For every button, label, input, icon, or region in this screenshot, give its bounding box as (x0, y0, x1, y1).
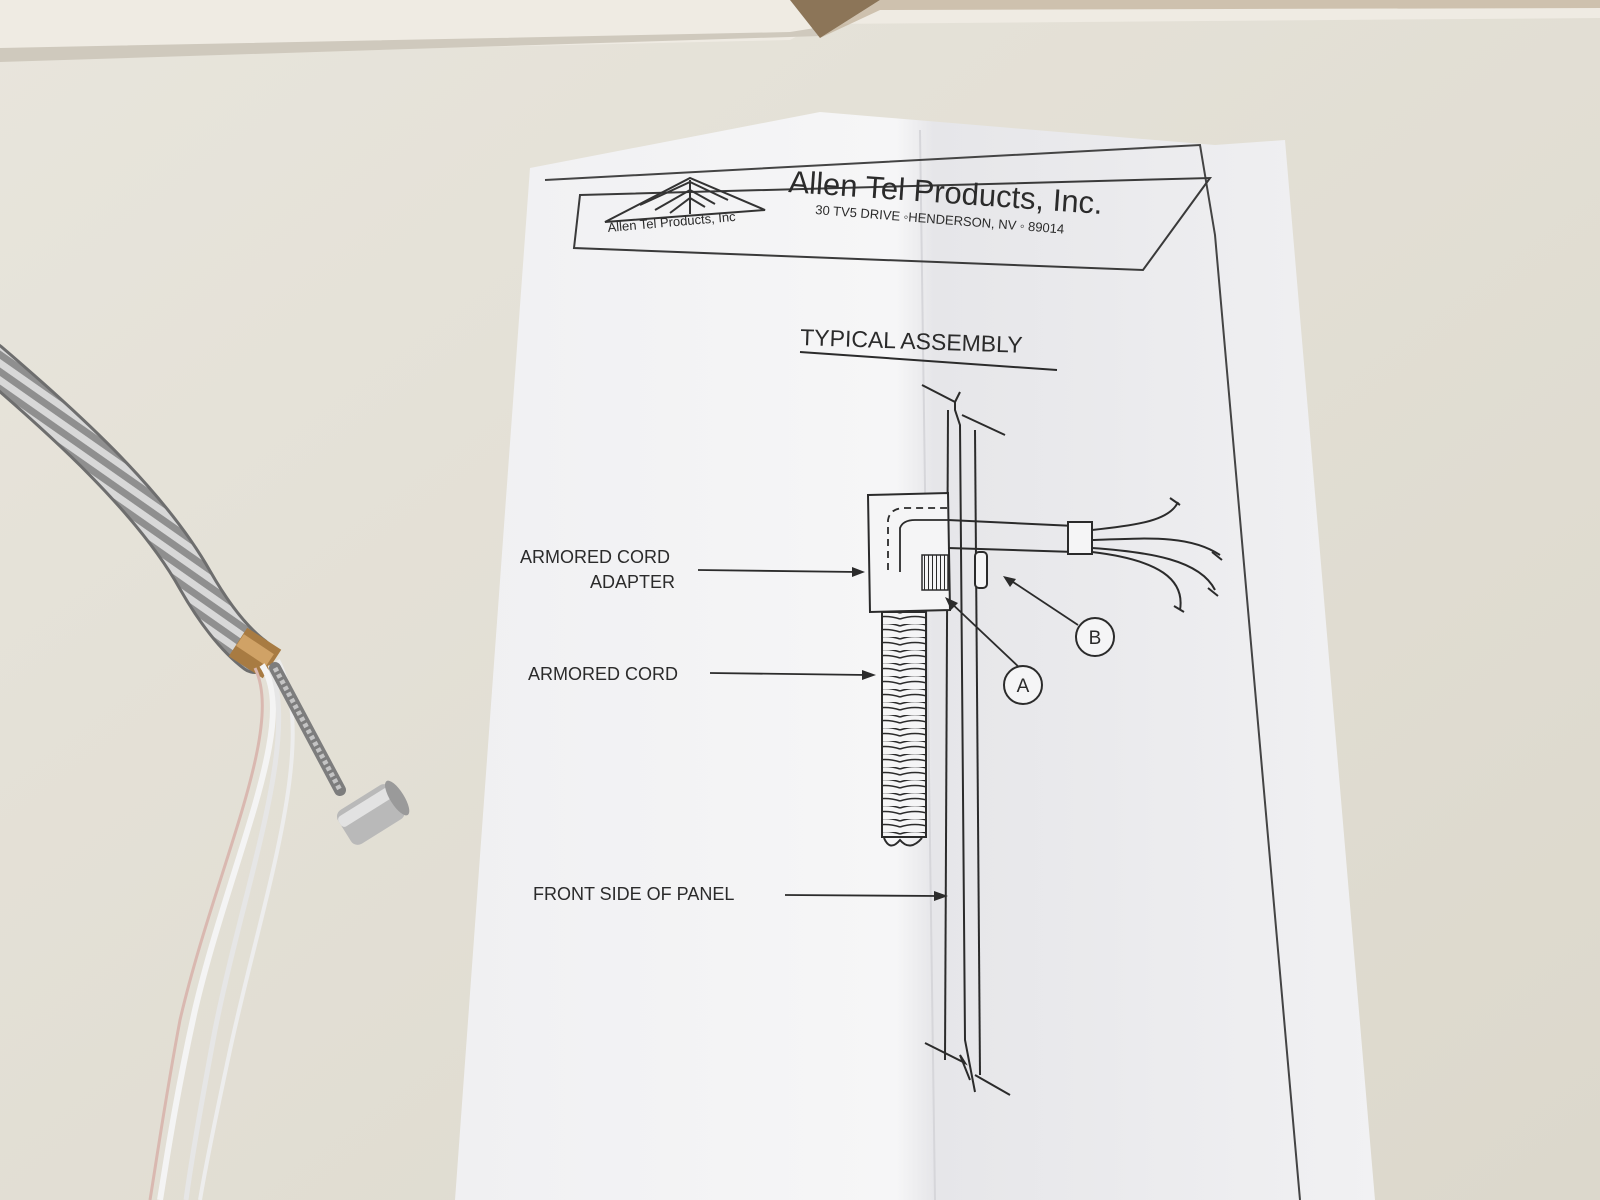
label-armored-cord: ARMORED CORD (528, 664, 678, 684)
label-armored-cord-adapter-line1: ARMORED CORD (520, 547, 670, 567)
title-underline (799, 351, 1058, 371)
label-front-side-of-panel: FRONT SIDE OF PANEL (533, 884, 734, 904)
armored-cord-drawing (881, 611, 927, 847)
cardboard-box-edge (0, 0, 1600, 62)
svg-text:A: A (1017, 676, 1030, 697)
label-arrows (697, 567, 1079, 901)
armored-cord-photo (0, 343, 410, 1200)
instruction-sheet: Allen Tel Products, Inc Allen Tel Produc… (455, 112, 1375, 1200)
cable-with-wires (947, 497, 1223, 613)
svg-text:B: B (1089, 628, 1102, 649)
label-armored-cord-adapter-line2: ADAPTER (590, 572, 675, 592)
callout-b: B (1075, 617, 1115, 657)
armored-cord-adapter (866, 491, 988, 614)
callout-a: A (1003, 665, 1043, 705)
